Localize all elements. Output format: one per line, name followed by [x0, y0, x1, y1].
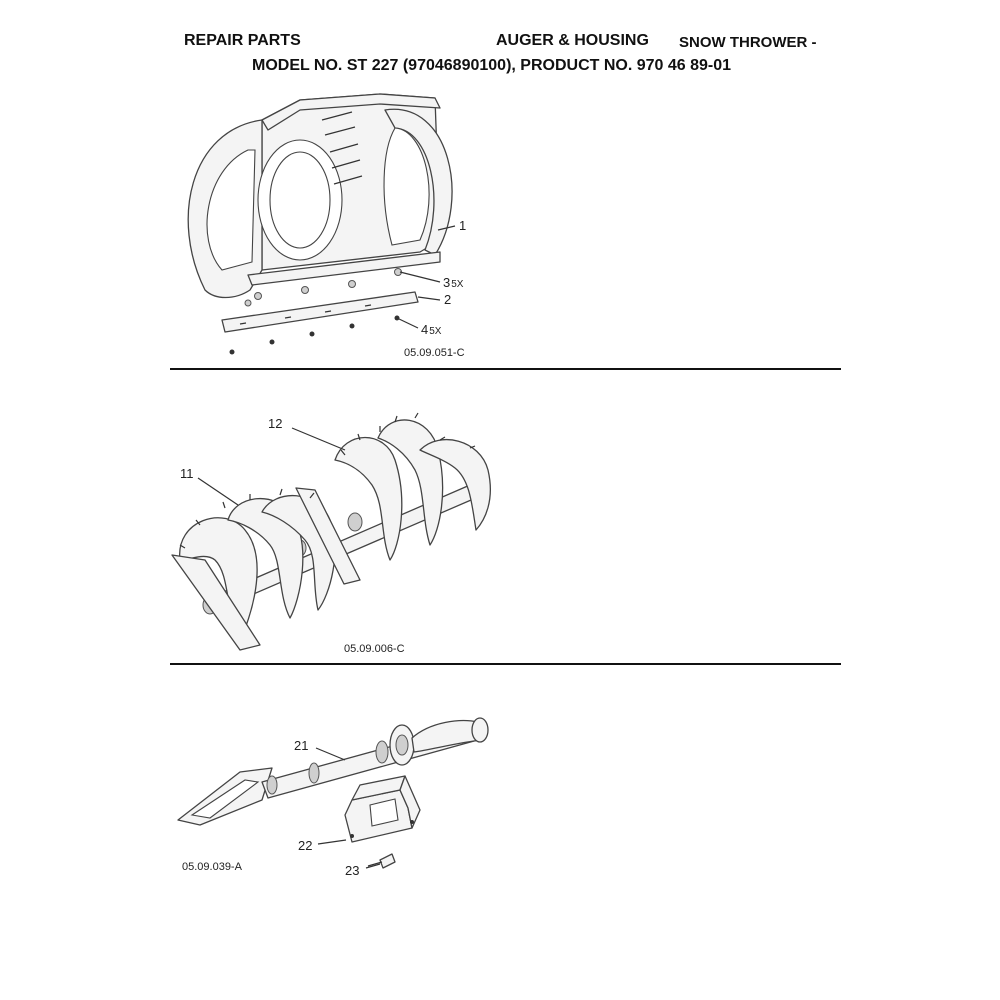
callout-21: 21	[294, 738, 308, 753]
ref-code-impeller: 05.09.039-A	[182, 861, 243, 873]
ref-code-housing: 05.09.051-C	[404, 347, 465, 359]
callout-3: 35X	[443, 275, 464, 290]
header-repair-parts: REPAIR PARTS	[184, 32, 301, 49]
callout-11: 11	[180, 466, 194, 481]
callout-3-qty: 5X	[451, 279, 464, 290]
callout-1: 1	[459, 218, 466, 233]
callout-4-number: 4	[421, 322, 428, 337]
header-model-line: MODEL NO. ST 227 (97046890100), PRODUCT …	[252, 57, 732, 74]
header-snow-thrower: SNOW THROWER -	[679, 34, 817, 51]
section-divider-2	[170, 663, 841, 665]
callout-2: 2	[444, 292, 451, 307]
auger-illustration	[171, 412, 491, 651]
callout-22: 22	[298, 838, 312, 853]
auger-housing-illustration	[187, 93, 456, 355]
impeller-shaft-illustration	[177, 717, 489, 869]
callout-3-number: 3	[443, 275, 450, 290]
callout-12: 12	[268, 416, 282, 431]
callout-4: 45X	[421, 322, 442, 337]
header-auger-housing: AUGER & HOUSING	[496, 32, 649, 49]
ref-code-auger: 05.09.006-C	[344, 643, 405, 655]
callout-4-qty: 5X	[429, 326, 442, 337]
section-divider-1	[170, 368, 841, 370]
callout-23: 23	[345, 863, 359, 878]
